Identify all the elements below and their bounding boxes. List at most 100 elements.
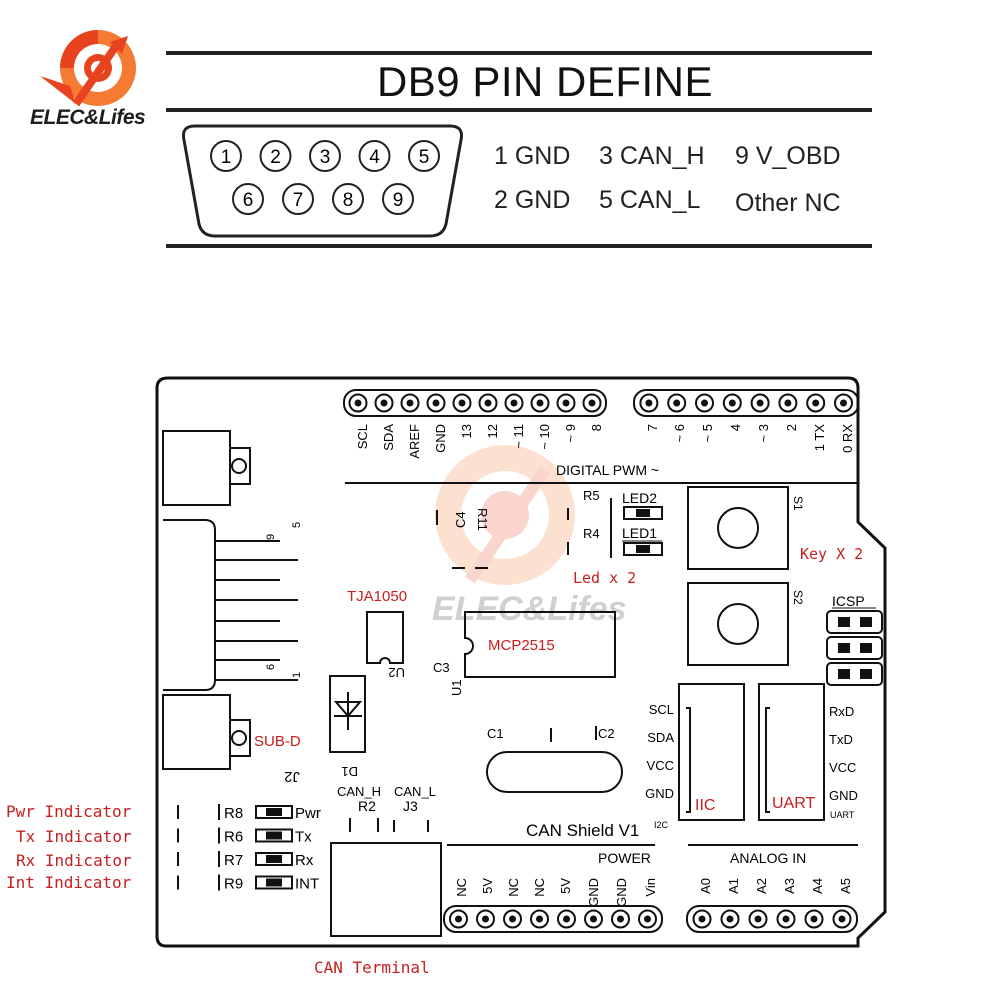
pwr-indicator-label: Pwr Indicator	[6, 802, 132, 821]
header-pin	[452, 393, 472, 413]
iic-pin-label: GND	[645, 786, 674, 801]
top-pin-label: 7	[645, 424, 660, 431]
key-s2	[687, 582, 789, 666]
can-shield-label: CAN Shield V1	[526, 821, 639, 840]
header-pin	[478, 393, 498, 413]
power-label: POWER	[598, 850, 651, 866]
header-pin	[667, 393, 687, 413]
header-pin	[556, 393, 576, 413]
header-pin	[449, 909, 468, 929]
uart-connector	[758, 683, 825, 821]
icsp-pin	[838, 617, 850, 627]
power-pin-label: NC	[506, 878, 521, 897]
header-pin	[692, 909, 712, 929]
iic-pin-label: SCL	[649, 702, 674, 717]
power-pin-label: NC	[454, 878, 469, 897]
top-header-right	[633, 389, 860, 417]
sub-d-pin-5: 5	[291, 522, 303, 528]
pin-def-3-can-h: 3 CAN_H	[599, 142, 705, 170]
d1-label: D1	[341, 764, 358, 779]
indicator-label: INT	[295, 876, 319, 893]
analog-pin-label: A2	[754, 878, 769, 894]
header-pin	[374, 393, 394, 413]
icsp-pin	[838, 643, 850, 653]
tja1050-label: TJA1050	[347, 588, 407, 605]
header-pin	[804, 909, 824, 929]
can-terminal-block	[330, 842, 442, 937]
uart-pin-label: RxD	[829, 704, 854, 719]
header-pin	[582, 393, 602, 413]
db9-pin-1	[210, 140, 242, 172]
header-pin	[778, 393, 798, 413]
top-pin-label: ~ 10	[537, 424, 552, 450]
pin-def-9-v-obd: 9 V_OBD	[735, 142, 841, 170]
top-pin-label: GND	[433, 424, 448, 453]
header-pin	[720, 909, 740, 929]
db9-pin-label: 1	[221, 147, 232, 168]
power-pin-label: 5V	[558, 878, 573, 894]
analog-in-label: ANALOG IN	[730, 850, 806, 866]
top-pin-label: 2	[784, 424, 799, 431]
iic-pin-label: VCC	[647, 758, 674, 773]
uart-pin-label: GND	[829, 788, 858, 803]
db9-pin-6	[232, 183, 264, 215]
can-h-label: CAN_H	[337, 784, 381, 799]
rx-indicator-label: Rx Indicator	[16, 851, 132, 870]
led-x2-label: Led x 2	[573, 569, 636, 587]
uart-small-label: UART	[830, 810, 855, 820]
header-pin	[476, 909, 495, 929]
r5-label: R5	[583, 488, 600, 503]
header-pin	[776, 909, 796, 929]
db9-pin-8	[332, 183, 364, 215]
db9-pin-2	[259, 140, 292, 172]
power-pin-label: Vin	[643, 878, 658, 897]
watermark-text: ELEC&Lifes	[432, 590, 627, 628]
top-pin-label: 12	[485, 424, 500, 438]
uart-label: UART	[772, 795, 815, 812]
db9-pin-7	[282, 183, 314, 215]
header-pin	[348, 393, 368, 413]
s1-label: S1	[791, 496, 805, 511]
j3-label: J3	[403, 798, 418, 814]
iic-pin-label: SDA	[647, 730, 674, 745]
db9-pin-label: 3	[320, 147, 331, 168]
header-pin	[584, 909, 603, 929]
int-indicator-label: Int Indicator	[6, 873, 132, 892]
db9-pin-label: 6	[243, 190, 254, 211]
can-l-label: CAN_L	[394, 784, 436, 799]
header-pin	[832, 909, 852, 929]
analog-pin-label: A1	[726, 878, 741, 894]
header-pin	[503, 909, 522, 929]
can-terminal-label: CAN Terminal	[314, 958, 430, 977]
led1-label: LED1	[622, 525, 657, 541]
indicator-ref: R7	[224, 852, 243, 869]
r11-label: R11	[475, 508, 490, 531]
power-pin-label: GND	[614, 878, 629, 907]
indicator-rx: R7 Rx	[177, 851, 314, 869]
indicator-label: Rx	[295, 852, 314, 869]
r4-label: R4	[583, 526, 600, 541]
sub-d-pin-9: 9	[265, 534, 277, 540]
watermark-logo-icon	[435, 445, 575, 585]
header-pin	[400, 393, 420, 413]
header-pin	[426, 393, 446, 413]
led2-label: LED2	[622, 490, 657, 506]
top-pin-label: SDA	[381, 424, 396, 451]
top-pin-label: 1 TX	[812, 424, 827, 452]
db9-pin-label: 4	[369, 147, 380, 168]
i2c-small-label: I2C	[654, 820, 669, 830]
power-pin-label: NC	[532, 878, 547, 897]
analog-pin-label: A5	[838, 878, 853, 894]
top-pin-label: ~ 9	[563, 424, 578, 442]
power-pin-label: GND	[586, 878, 601, 907]
indicator-label: Tx	[295, 829, 312, 846]
header-pin	[530, 393, 550, 413]
page-title: DB9 PIN DEFINE	[376, 58, 714, 105]
db9-pin-3	[309, 140, 341, 172]
power-header	[443, 905, 663, 933]
top-pin-label: 0 RX	[840, 424, 855, 453]
tx-indicator-label: Tx Indicator	[16, 827, 132, 846]
